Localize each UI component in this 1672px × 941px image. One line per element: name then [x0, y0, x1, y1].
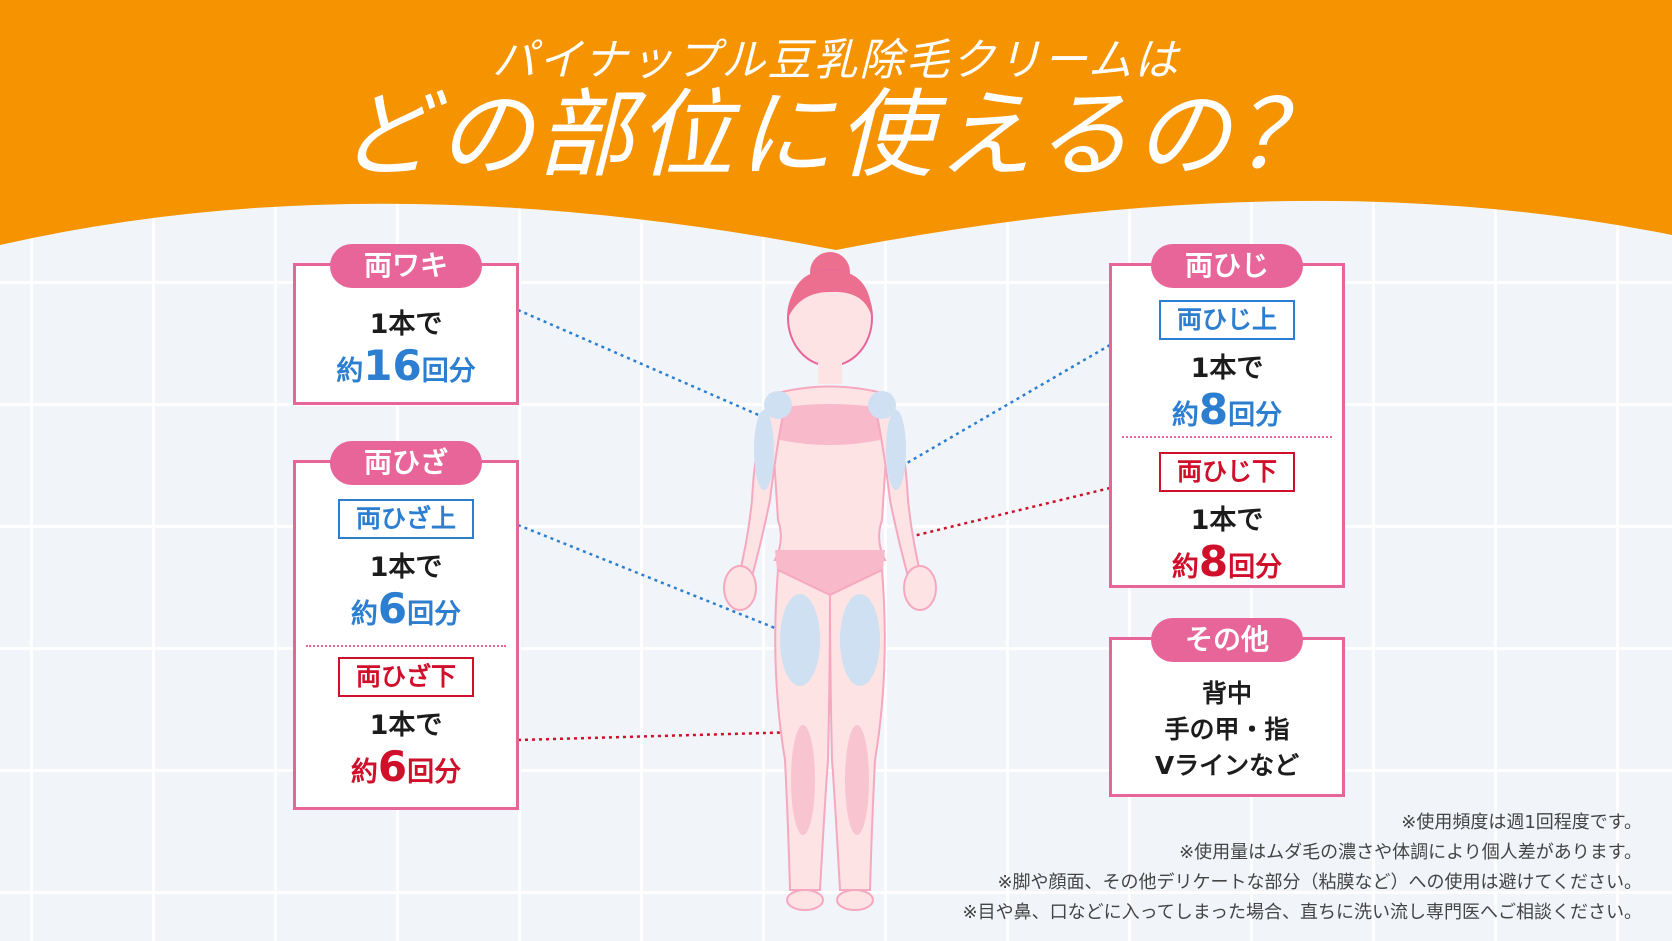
other-card: その他 背中 手の甲・指 Vラインなど — [1109, 618, 1345, 797]
armpit-tag: 両ワキ — [329, 244, 483, 288]
knee-lower-line1: 1本で — [369, 710, 443, 741]
woman-figure — [723, 252, 937, 911]
armpit-count: 約16回分 — [336, 341, 476, 390]
knee-card: 両ひざ 両ひざ上 1本で 約6回分 両ひざ下 1本で 約6回分 — [293, 441, 519, 810]
elbow-upper-line1: 1本で — [1190, 353, 1264, 384]
knee-upper-label: 両ひざ上 — [337, 499, 474, 539]
footnote: ※使用量はムダ毛の濃さや体調により個人差があります。 — [1179, 842, 1642, 863]
elbow-lower-line1: 1本で — [1190, 505, 1264, 536]
footnote: ※使用頻度は週1回程度です。 — [1401, 812, 1642, 833]
knee-upper-count: 約6回分 — [350, 584, 462, 633]
elbow-upper-count: 約8回分 — [1171, 385, 1283, 434]
elbow-tag: 両ひじ — [1150, 244, 1304, 288]
elbow-lower-label: 両ひじ下 — [1158, 452, 1295, 492]
knee-divider — [306, 645, 506, 647]
other-item: 手の甲・指 — [1164, 715, 1290, 744]
other-item: 背中 — [1201, 679, 1252, 708]
armpit-line1: 1本で — [369, 309, 443, 340]
knee-upper-line1: 1本で — [369, 552, 443, 583]
knee-tag: 両ひざ — [329, 441, 483, 485]
armpit-card: 両ワキ 1本で 約16回分 — [293, 244, 519, 405]
footnote: ※脚や顔面、その他デリケートな部分（粘膜など）への使用は避けてください。 — [997, 872, 1642, 893]
elbow-card: 両ひじ 両ひじ上 1本で 約8回分 両ひじ下 1本で 約8回分 — [1109, 244, 1345, 588]
other-tag: その他 — [1150, 618, 1304, 662]
knee-lower-label: 両ひざ下 — [337, 657, 474, 697]
orange-banner — [0, 0, 1672, 250]
other-item: Vラインなど — [1154, 751, 1300, 780]
footnotes: ※使用頻度は週1回程度です。 ※使用量はムダ毛の濃さや体調により個人差があります… — [963, 808, 1642, 928]
elbow-lower-count: 約8回分 — [1171, 537, 1283, 586]
elbow-upper-label: 両ひじ上 — [1158, 300, 1295, 340]
title-subtitle: パイナップル豆乳除毛クリームは — [492, 35, 1180, 86]
elbow-divider — [1122, 436, 1332, 438]
footnote: ※目や鼻、口などに入ってしまった場合、直ちに洗い流し専門医へご相談ください。 — [962, 902, 1642, 923]
title-main: どの部位に使えるの？ — [337, 79, 1335, 191]
knee-lower-count: 約6回分 — [350, 742, 462, 791]
